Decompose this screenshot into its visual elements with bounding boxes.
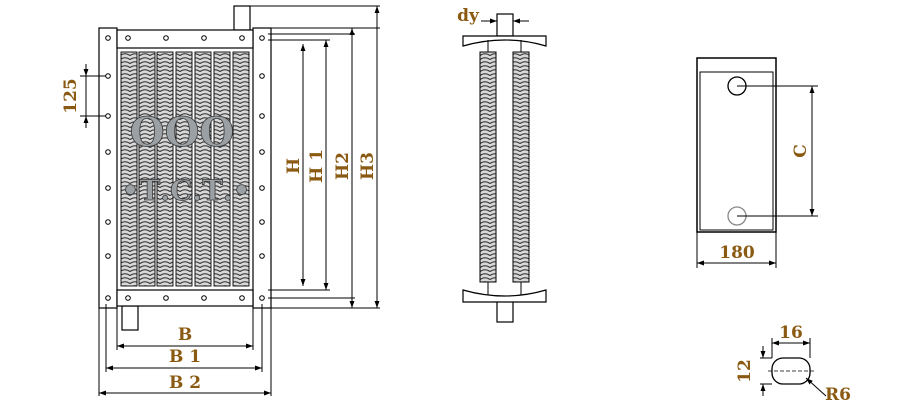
side-bottom-collector (462, 289, 547, 303)
dim-h1-label: H 1 (307, 149, 327, 183)
dim-b1-label: B 1 (169, 347, 201, 367)
flange-bolt-hole (105, 295, 111, 301)
flange-bolt-hole (105, 73, 111, 79)
dim-h-label: H (284, 158, 304, 174)
finned-tube (120, 51, 138, 287)
slot-dimensions (760, 338, 827, 397)
side-top-collector (462, 35, 547, 47)
flange-bolt-hole (259, 253, 265, 259)
top-nozzle (233, 5, 251, 31)
top-collector (116, 29, 254, 49)
collector-bolt-hole (163, 35, 169, 41)
flange-bolt-hole (259, 185, 265, 191)
watermark-line-2: •Т.С.Т.• (122, 174, 251, 207)
dim-r6-label: R6 (825, 385, 851, 404)
flange-bolt-hole (105, 253, 111, 259)
collector-bolt-hole (201, 295, 207, 301)
dim-dy-label: dy (457, 6, 480, 26)
flange-bolt-hole (105, 185, 111, 191)
dim-b-label: B (178, 325, 192, 345)
side-tube-left (479, 51, 497, 283)
collector-bolt-hole (125, 35, 131, 41)
finned-tube (156, 51, 174, 287)
flange-dimensions (696, 85, 818, 268)
slot-detail (768, 357, 814, 385)
dim-h2-label: H2 (333, 152, 353, 180)
flange-bolt-hole (105, 35, 111, 41)
right-flange (252, 27, 272, 309)
finned-tube (175, 51, 193, 287)
flange-plate-inner (699, 71, 774, 231)
flange-bolt-hole (259, 295, 265, 301)
bottom-nozzle (121, 305, 139, 331)
dim-b2-label: B 2 (169, 373, 201, 393)
collector-bolt-hole (239, 295, 245, 301)
side-bottom-nozzle (496, 299, 514, 323)
collector-bolt-hole (201, 35, 207, 41)
flange-bolt-hole (259, 35, 265, 41)
watermark-line-1: ООО (130, 109, 235, 156)
finned-tube (138, 51, 156, 287)
flange-bolt-hole (259, 149, 265, 155)
flange-bolt-hole (259, 219, 265, 225)
collector-bolt-hole (239, 35, 245, 41)
dim-125-label: 125 (61, 78, 81, 114)
finned-tube (213, 51, 231, 287)
side-tube-right (512, 51, 530, 283)
dim-16-label: 16 (779, 323, 803, 343)
flange-bolt-hole (259, 73, 265, 79)
finned-tube (194, 51, 212, 287)
side-top-nozzle (496, 13, 514, 37)
finned-tube (232, 51, 250, 287)
collector-bolt-hole (163, 295, 169, 301)
dim-c-label: C (791, 144, 811, 158)
dim-180-label: 180 (719, 243, 755, 263)
side-view (462, 13, 547, 323)
finned-tubes (120, 51, 250, 287)
flange-bolt-hole (105, 113, 111, 119)
flange-bolt-hole (105, 219, 111, 225)
front-dimensions (80, 5, 380, 396)
flange-view (696, 57, 777, 233)
dim-h3-label: H3 (358, 152, 378, 180)
bottom-collector (116, 289, 254, 307)
flange-bolt-hole (259, 113, 265, 119)
flange-bolt-hole (105, 149, 111, 155)
dim-12-label: 12 (735, 359, 755, 383)
front-view: ООО •Т.С.Т.• (98, 5, 272, 331)
left-flange (98, 27, 118, 309)
collector-bolt-hole (125, 295, 131, 301)
